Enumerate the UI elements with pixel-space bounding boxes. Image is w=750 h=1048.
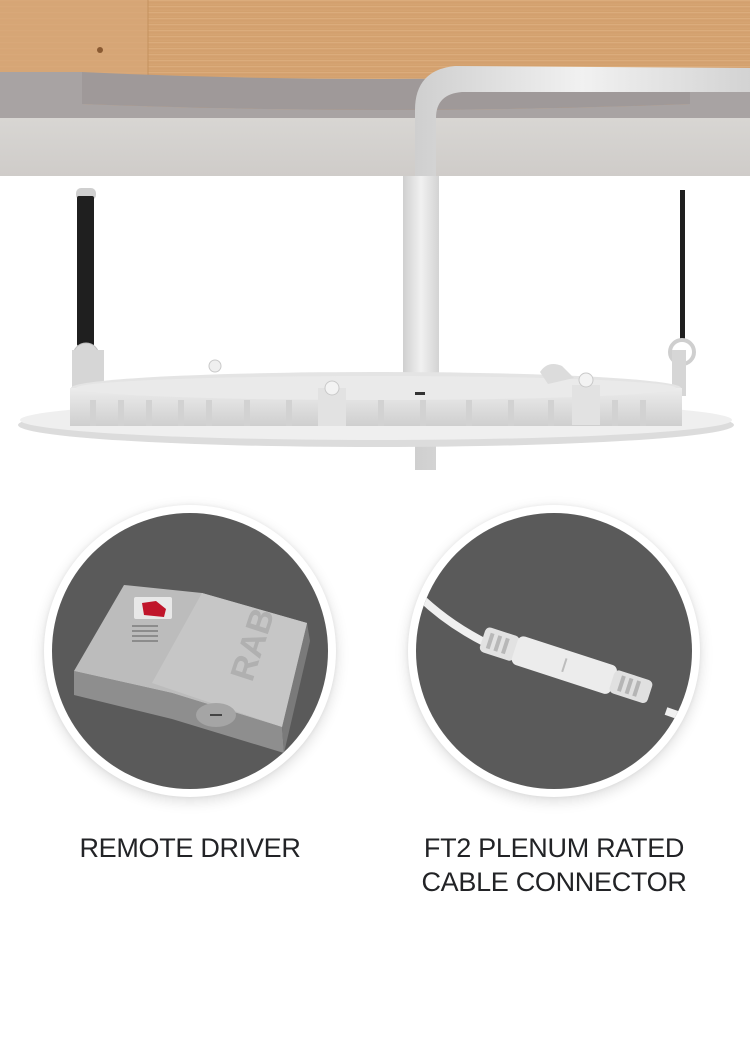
right-spring-clip [680,190,685,340]
remote-driver-box-icon: RAB [74,585,310,753]
cable-connector-label: FT2 PLENUM RATED CABLE CONNECTOR [404,831,704,899]
hero-product-image [0,0,750,470]
cable-connector-label-line1: FT2 PLENUM RATED [423,833,685,863]
cable-connector-label-line2: CABLE CONNECTOR [421,867,687,897]
feature-cable-connector: FT2 PLENUM RATED CABLE CONNECTOR [404,505,704,899]
feature-remote-driver: RAB REMOTE DRIVER [40,505,340,865]
drywall-face [0,118,750,176]
remote-driver-label: REMOTE DRIVER [79,833,301,863]
remote-driver-image-circle: RAB [44,505,336,797]
left-spring-clip [77,196,94,346]
cable-connector-image-circle [408,505,700,797]
feature-callouts: RAB REMOTE DRIVER [0,505,750,905]
cable-connector-icon [416,589,692,725]
drywall-cut-edge [0,72,750,118]
recessed-light-render [0,0,750,470]
